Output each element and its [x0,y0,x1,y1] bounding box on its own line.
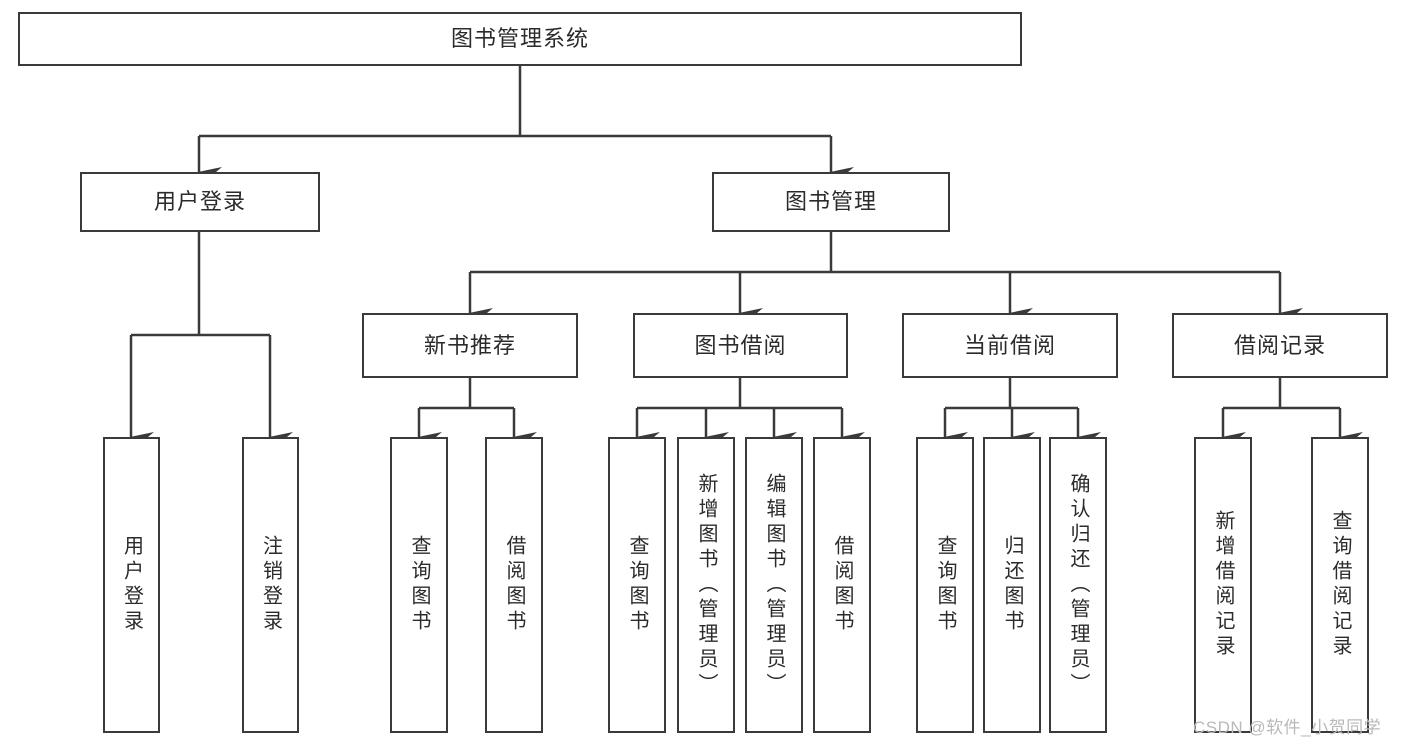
node-user-login[interactable]: 用户登录 [80,172,320,232]
leaf-add-book-admin[interactable]: 新增图书（管理员） [677,437,735,733]
leaf-return-book[interactable]: 归还图书 [983,437,1041,733]
node-new-book-recommend[interactable]: 新书推荐 [362,313,578,378]
leaf-user-login-label: 用户登录 [120,535,143,635]
leaf-add-borrow-record-label: 新增借阅记录 [1212,510,1234,660]
leaf-add-borrow-record[interactable]: 新增借阅记录 [1194,437,1252,733]
node-book-borrow[interactable]: 图书借阅 [633,313,848,378]
leaf-borrow-book-recommend-label: 借阅图书 [503,535,525,635]
leaf-edit-book-admin-label: 编辑图书（管理员） [763,472,785,698]
leaf-query-book-current[interactable]: 查询图书 [916,437,974,733]
leaf-confirm-return-admin[interactable]: 确认归还（管理员） [1049,437,1107,733]
node-new-book-recommend-label: 新书推荐 [423,332,516,358]
leaf-query-book-recommend[interactable]: 查询图书 [390,437,448,733]
leaf-query-borrow-record[interactable]: 查询借阅记录 [1311,437,1369,733]
node-root-label: 图书管理系统 [450,26,589,52]
leaf-query-book-borrow-label: 查询图书 [626,535,648,635]
node-borrow-record-label: 借阅记录 [1233,332,1326,358]
leaf-logout[interactable]: 注销登录 [242,437,299,733]
node-book-management[interactable]: 图书管理 [712,172,950,232]
leaf-user-login[interactable]: 用户登录 [103,437,160,733]
leaf-return-book-label: 归还图书 [1001,535,1023,635]
leaf-logout-label: 注销登录 [259,535,282,635]
leaf-edit-book-admin[interactable]: 编辑图书（管理员） [745,437,803,733]
watermark: CSDN @软件_小贺同学 [1193,718,1382,737]
leaf-query-book-recommend-label: 查询图书 [408,535,430,635]
leaf-query-book-current-label: 查询图书 [934,535,956,635]
leaf-query-borrow-record-label: 查询借阅记录 [1329,510,1351,660]
leaf-borrow-book[interactable]: 借阅图书 [813,437,871,733]
node-user-login-label: 用户登录 [153,189,246,215]
leaf-borrow-book-recommend[interactable]: 借阅图书 [485,437,543,733]
leaf-add-book-admin-label: 新增图书（管理员） [695,472,717,698]
node-book-borrow-label: 图书借阅 [694,332,787,358]
node-book-management-label: 图书管理 [784,189,877,215]
node-borrow-record[interactable]: 借阅记录 [1172,313,1388,378]
node-root[interactable]: 图书管理系统 [18,12,1022,66]
node-current-borrow-label: 当前借阅 [963,332,1056,358]
node-current-borrow[interactable]: 当前借阅 [902,313,1118,378]
leaf-query-book-borrow[interactable]: 查询图书 [608,437,666,733]
leaf-confirm-return-admin-label: 确认归还（管理员） [1067,472,1089,698]
leaf-borrow-book-label: 借阅图书 [831,535,853,635]
